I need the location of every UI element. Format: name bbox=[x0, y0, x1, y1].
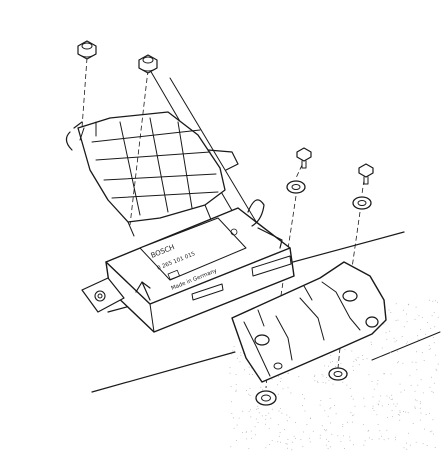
mounting-bracket bbox=[231, 261, 387, 383]
screw-1 bbox=[296, 147, 312, 169]
logo-mark bbox=[167, 269, 180, 280]
washer-3 bbox=[255, 390, 277, 406]
washer-4 bbox=[328, 367, 348, 381]
washer-2 bbox=[352, 196, 372, 210]
screw-2 bbox=[358, 163, 374, 185]
arrow-symbol bbox=[230, 228, 238, 236]
flange-nut-1 bbox=[77, 40, 97, 60]
control-module bbox=[81, 199, 295, 333]
flange-nut-2 bbox=[138, 54, 158, 74]
harness-bracket bbox=[65, 111, 239, 237]
washer-1 bbox=[286, 180, 306, 194]
